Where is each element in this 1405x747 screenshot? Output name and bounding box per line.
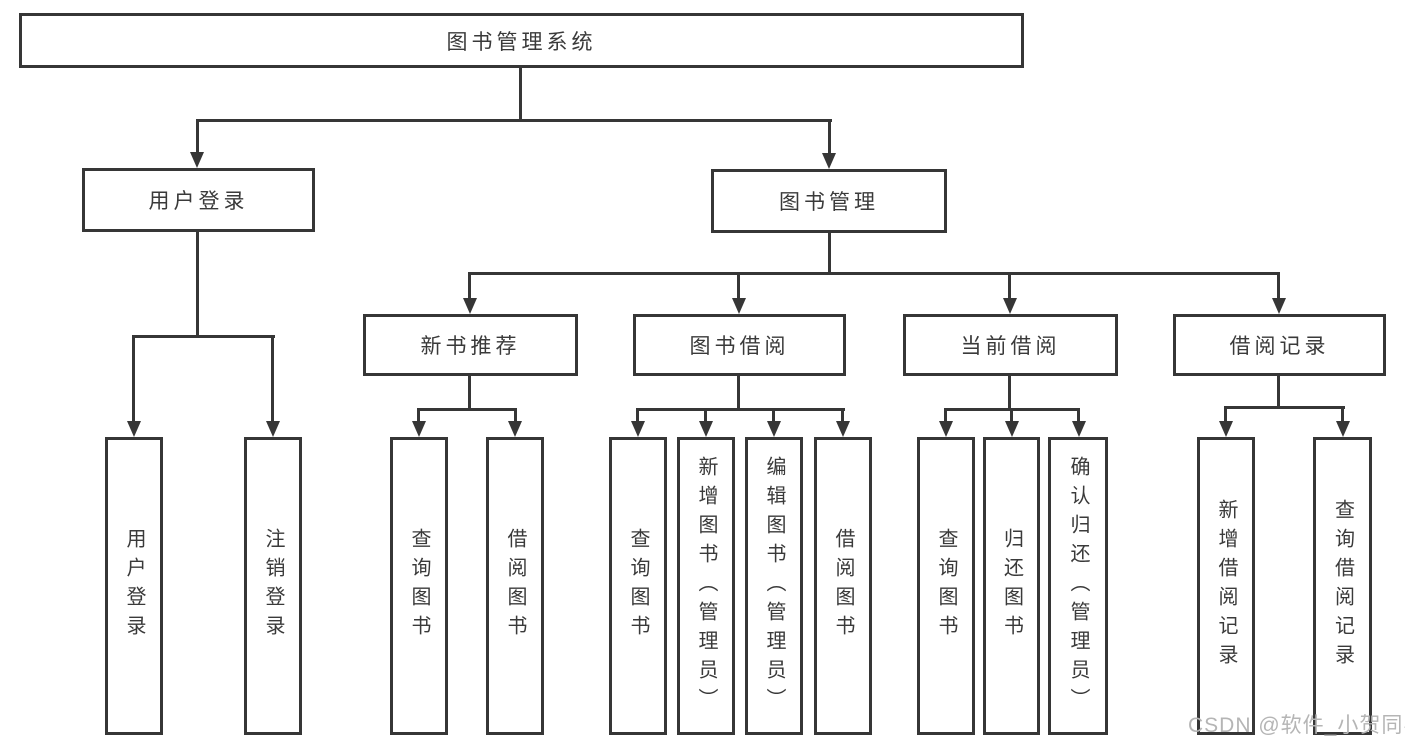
connector-line [519, 68, 522, 121]
node-root: 图书管理系统 [19, 13, 1024, 68]
leaf-borrow-books-2: 借阅图书 [814, 437, 872, 735]
node-root-label: 图书管理系统 [446, 30, 597, 54]
leaf-edit-book-admin: 编辑图书（管理员） [745, 437, 803, 735]
node-user-login-label: 用户登录 [148, 190, 249, 213]
connector-line [636, 408, 639, 424]
leaf-label: 新增借阅记录 [1215, 499, 1237, 673]
connector-line [704, 408, 707, 424]
node-user-login: 用户登录 [82, 168, 315, 232]
connector-line [828, 233, 831, 275]
arrowhead-icon [836, 421, 850, 437]
leaf-label: 查询图书 [627, 528, 649, 644]
arrowhead-icon [939, 421, 953, 437]
node-current-borrowing-label: 当前借阅 [960, 335, 1061, 358]
connector-line [1277, 272, 1280, 300]
arrowhead-icon [631, 421, 645, 437]
connector-line [1341, 406, 1344, 424]
node-borrowing-records-label: 借阅记录 [1229, 335, 1330, 358]
node-current-borrowing: 当前借阅 [903, 314, 1118, 376]
leaf-label: 新增图书（管理员） [695, 455, 717, 717]
leaf-label: 注销登录 [262, 528, 284, 644]
connector-line [737, 376, 740, 411]
leaf-label: 确认归还（管理员） [1067, 455, 1089, 717]
connector-line [737, 272, 740, 300]
connector-line [1224, 406, 1227, 424]
leaf-label: 查询图书 [408, 528, 430, 644]
connector-line [468, 272, 1280, 275]
arrowhead-icon [1003, 298, 1017, 314]
connector-line [944, 408, 947, 424]
connector-line [1077, 408, 1080, 424]
connector-line [1008, 272, 1011, 300]
arrowhead-icon [767, 421, 781, 437]
leaf-label: 借阅图书 [504, 528, 526, 644]
connector-line [1277, 376, 1280, 408]
connector-line [828, 119, 831, 154]
arrowhead-icon [822, 153, 836, 169]
arrowhead-icon [1072, 421, 1086, 437]
arrowhead-icon [190, 152, 204, 168]
leaf-label: 查询借阅记录 [1331, 499, 1354, 673]
arrowhead-icon [1005, 421, 1019, 437]
arrowhead-icon [412, 421, 426, 437]
connector-line [417, 408, 420, 424]
arrowhead-icon [463, 298, 477, 314]
leaf-user-login: 用户登录 [105, 437, 163, 735]
leaf-return-books: 归还图书 [983, 437, 1040, 735]
node-new-book-recommend-label: 新书推荐 [420, 335, 521, 358]
leaf-query-borrow-record: 查询借阅记录 [1313, 437, 1372, 735]
leaf-label: 查询图书 [935, 528, 957, 644]
node-borrowing-records: 借阅记录 [1173, 314, 1386, 376]
connector-line [514, 408, 517, 424]
leaf-query-books-1: 查询图书 [390, 437, 448, 735]
leaf-logout: 注销登录 [244, 437, 302, 735]
connector-line [132, 335, 135, 423]
connector-line [468, 272, 471, 300]
arrowhead-icon [1219, 421, 1233, 437]
leaf-label: 借阅图书 [832, 528, 854, 644]
leaf-add-book-admin: 新增图书（管理员） [677, 437, 735, 735]
arrowhead-icon [266, 421, 280, 437]
node-new-book-recommend: 新书推荐 [363, 314, 578, 376]
leaf-label: 归还图书 [1000, 528, 1023, 644]
node-book-borrowing-label: 图书借阅 [689, 335, 790, 358]
connector-line [841, 408, 844, 424]
arrowhead-icon [127, 421, 141, 437]
arrowhead-icon [1272, 298, 1286, 314]
leaf-label: 编辑图书（管理员） [763, 455, 785, 717]
connector-line [772, 408, 775, 424]
leaf-label: 用户登录 [123, 528, 145, 644]
node-book-management: 图书管理 [711, 169, 947, 233]
connector-line [1010, 408, 1013, 424]
leaf-add-borrow-record: 新增借阅记录 [1197, 437, 1255, 735]
leaf-confirm-return-admin: 确认归还（管理员） [1048, 437, 1108, 735]
leaf-query-books-3: 查询图书 [917, 437, 975, 735]
connector-line [1224, 406, 1345, 409]
node-book-borrowing: 图书借阅 [633, 314, 846, 376]
arrowhead-icon [732, 298, 746, 314]
leaf-borrow-books-1: 借阅图书 [486, 437, 544, 735]
arrowhead-icon [1336, 421, 1350, 437]
arrowhead-icon [699, 421, 713, 437]
arrowhead-icon [508, 421, 522, 437]
connector-line [271, 335, 274, 423]
connector-line [196, 232, 199, 338]
connector-line [417, 408, 517, 411]
node-book-management-label: 图书管理 [779, 191, 879, 214]
watermark: CSDN @软件_小贺同学 [1188, 714, 1405, 737]
connector-line [636, 408, 845, 411]
connector-line [196, 119, 832, 122]
connector-line [196, 119, 199, 154]
leaf-query-books-2: 查询图书 [609, 437, 667, 735]
connector-line [1008, 376, 1011, 411]
connector-line [132, 335, 275, 338]
connector-line [468, 376, 471, 411]
